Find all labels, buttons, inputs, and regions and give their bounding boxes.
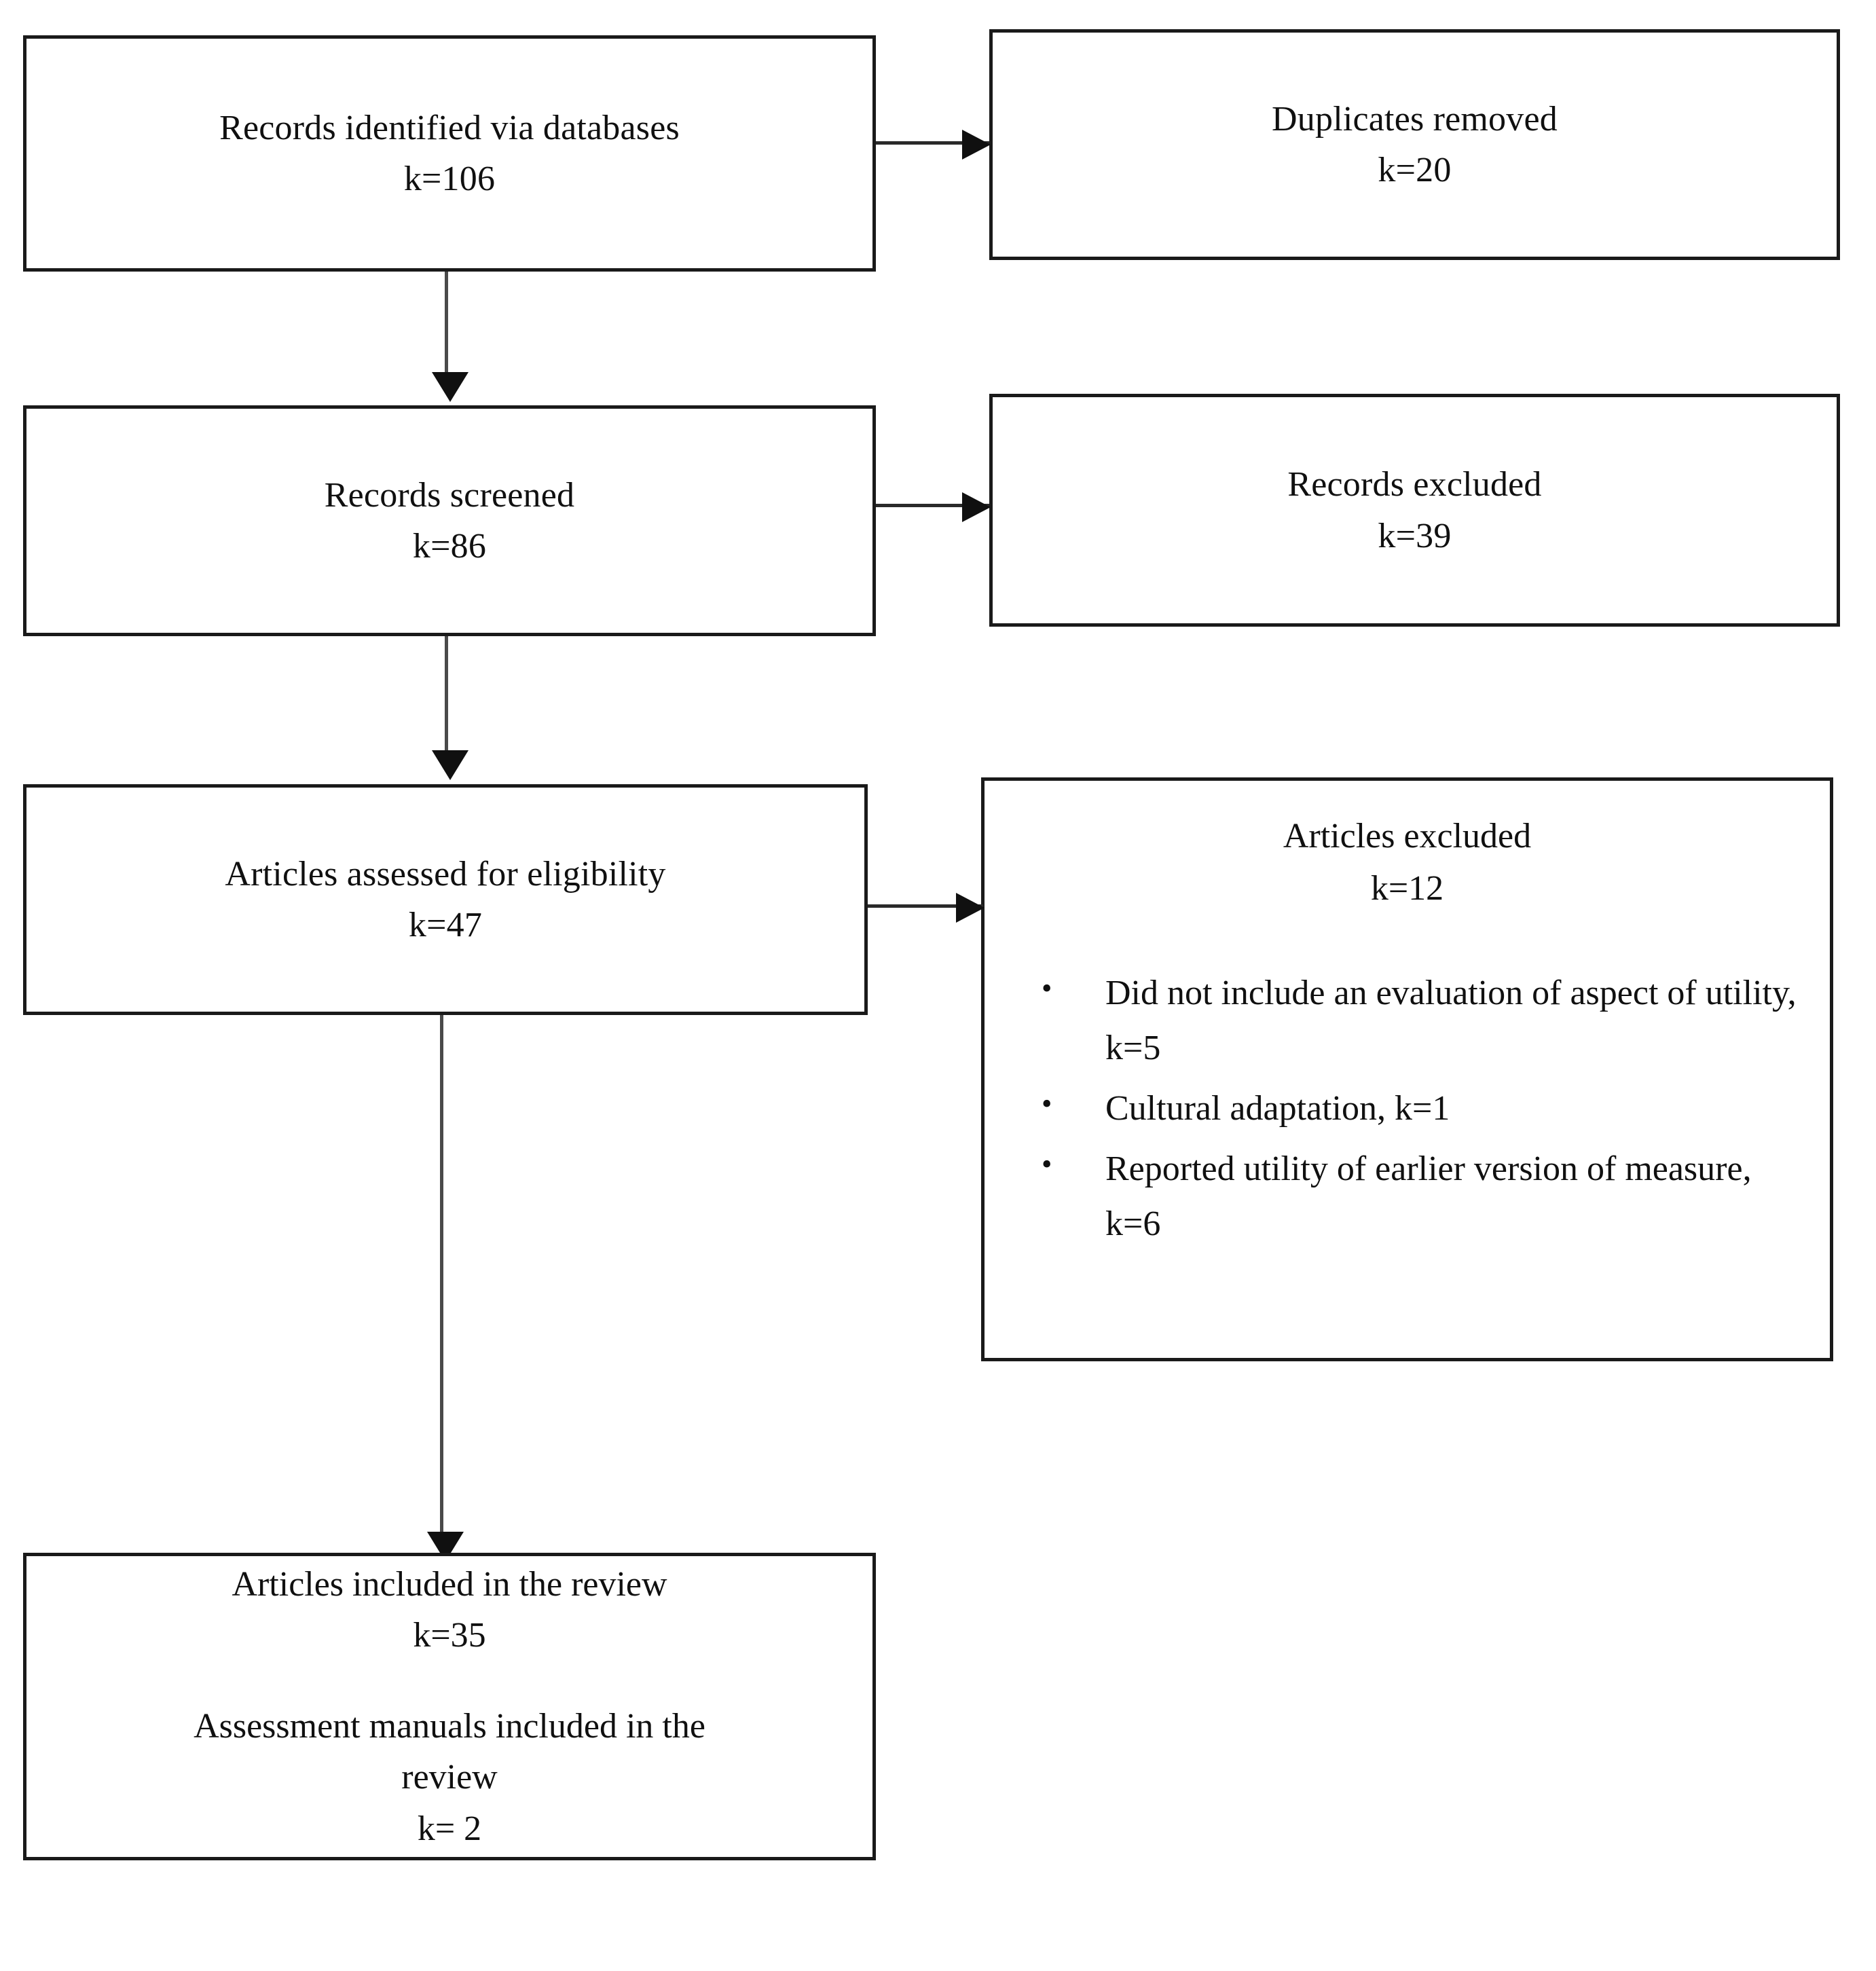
arrow-screened-to-assessed xyxy=(432,636,468,780)
box-articles-included-line1: Articles included in the review xyxy=(232,1565,667,1604)
box-records-screened-text: Records screened k=86 xyxy=(324,475,575,566)
bullet-icon: • xyxy=(1042,1087,1052,1121)
box-records-screened: Records screened k=86 xyxy=(23,405,876,636)
box-records-identified: Records identified via databases k=106 xyxy=(23,35,876,272)
arrow-assessed-to-included xyxy=(427,1015,464,1562)
list-item-label: Did not include an evaluation of aspect … xyxy=(1105,973,1797,1068)
box-records-excluded-text: Records excluded k=39 xyxy=(1287,465,1542,555)
box-articles-assessed-text: Articles assessed for eligibility k=47 xyxy=(225,854,666,944)
arrowhead-right-icon xyxy=(956,893,985,923)
box-duplicates-removed: Duplicates removed k=20 xyxy=(989,29,1840,260)
arrowhead-down-icon xyxy=(432,750,468,780)
list-item-label: Cultural adaptation, k=1 xyxy=(1105,1089,1450,1128)
bullet-icon: • xyxy=(1042,1147,1052,1181)
box-duplicates-removed-text: Duplicates removed k=20 xyxy=(1272,99,1558,189)
box-articles-included-line5: k= 2 xyxy=(417,1809,482,1848)
arrowhead-down-icon xyxy=(432,372,468,402)
arrow-identified-to-screened xyxy=(432,272,468,402)
list-item: • Cultural adaptation, k=1 xyxy=(1029,1081,1803,1136)
arrow-screened-to-excluded xyxy=(876,492,991,522)
box-articles-excluded: Articles excluded k=12 • Did not include… xyxy=(981,777,1833,1361)
arrow-assessed-to-articles-excluded xyxy=(868,893,985,923)
box-articles-included-line4: review xyxy=(401,1758,498,1797)
list-item: • Did not include an evaluation of aspec… xyxy=(1029,965,1803,1075)
arrowhead-right-icon xyxy=(962,492,991,522)
arrow-identified-to-duplicates xyxy=(876,130,991,160)
arrowhead-right-icon xyxy=(962,130,991,160)
box-articles-excluded-heading: Articles excluded k=12 xyxy=(1283,817,1532,908)
articles-excluded-reason-list: • Did not include an evaluation of aspec… xyxy=(985,965,1830,1257)
box-articles-assessed: Articles assessed for eligibility k=47 xyxy=(23,784,868,1015)
list-item-label: Reported utility of earlier version of m… xyxy=(1105,1149,1752,1244)
box-records-identified-text: Records identified via databases k=106 xyxy=(219,108,680,198)
box-records-excluded: Records excluded k=39 xyxy=(989,394,1840,627)
box-articles-included-line3: Assessment manuals included in the xyxy=(194,1706,705,1746)
list-item: • Reported utility of earlier version of… xyxy=(1029,1141,1803,1251)
bullet-icon: • xyxy=(1042,971,1052,1005)
box-articles-included: Articles included in the review k=35 Ass… xyxy=(23,1553,876,1860)
box-articles-included-line2: k=35 xyxy=(413,1616,486,1655)
